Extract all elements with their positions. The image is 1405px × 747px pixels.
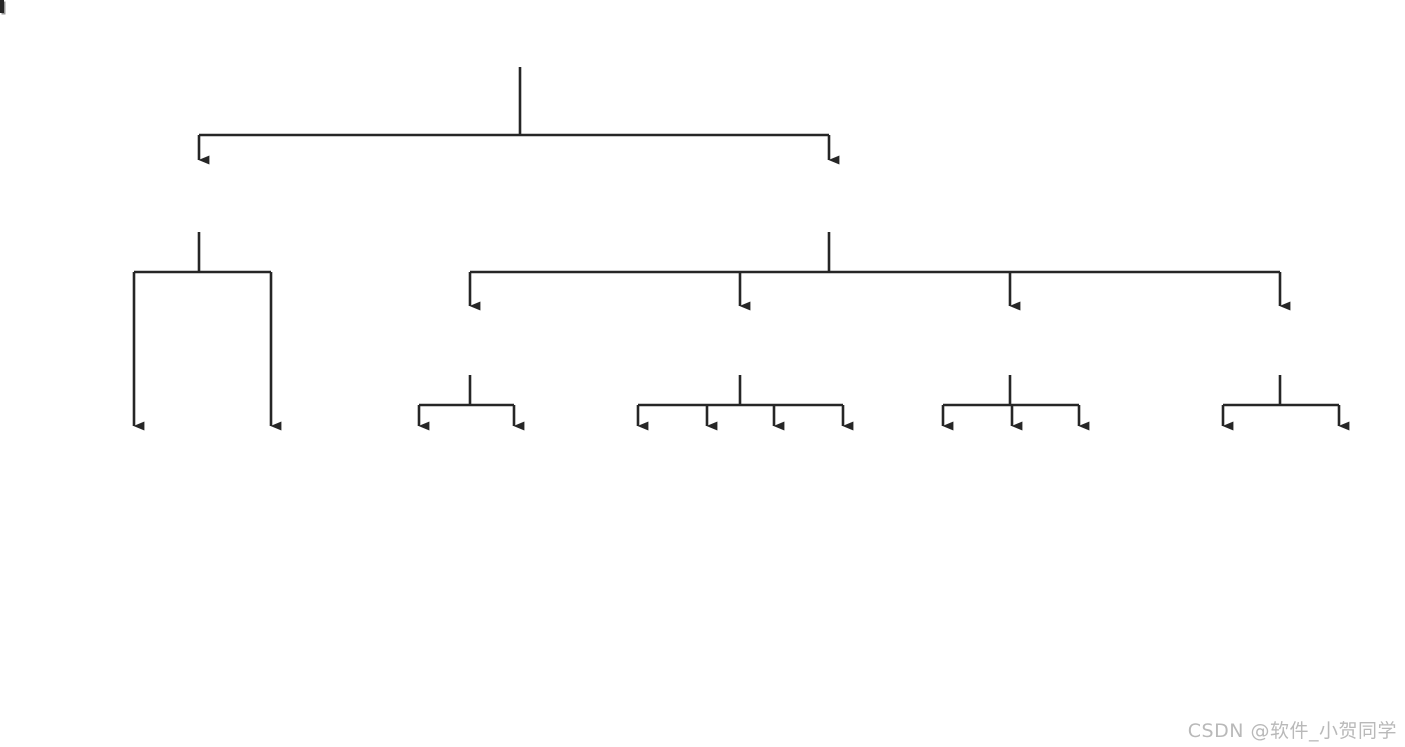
- watermark-text: CSDN @软件_小贺同学: [1187, 720, 1397, 742]
- node-leaf-query-borrow-record[interactable]: [0, 0, 4, 13]
